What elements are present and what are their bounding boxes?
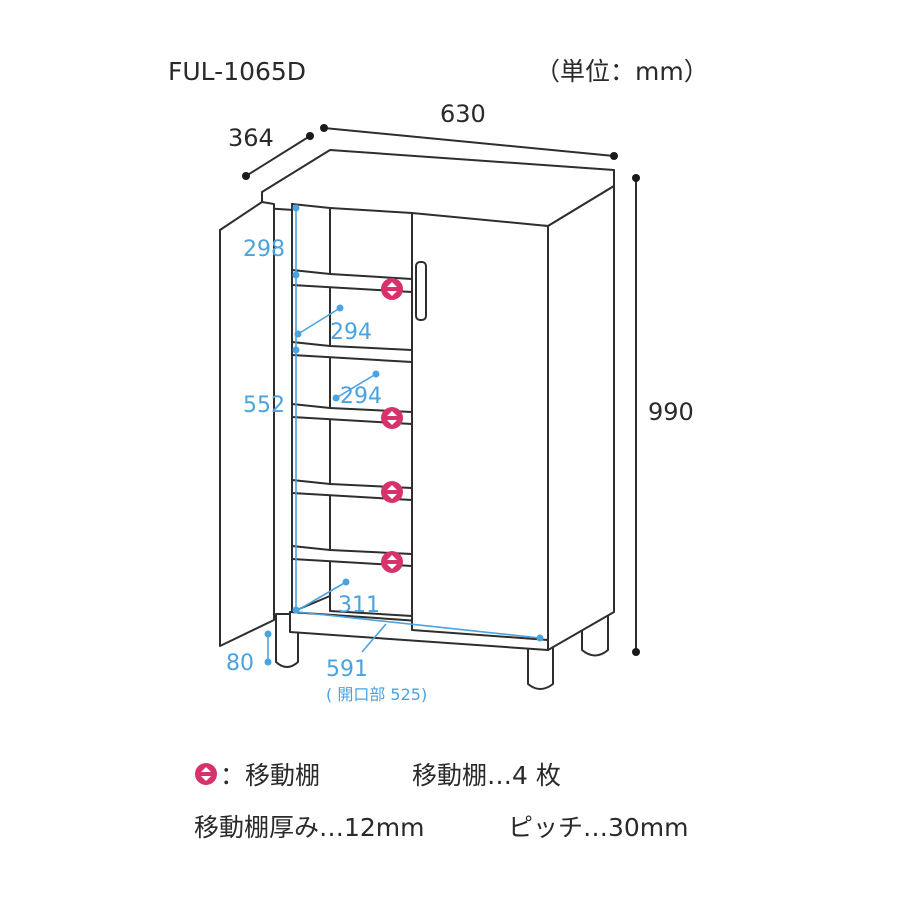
depth-value: 364 (228, 124, 274, 152)
movable-marker-icon (381, 407, 403, 429)
width-dimension: 630 (320, 100, 618, 160)
unit-label: （単位：mm） (535, 57, 709, 86)
leg-height-value: 80 (226, 651, 254, 676)
legend-pitch: ピッチ…30mm (508, 813, 689, 842)
mid-depth-value: 294 (340, 384, 382, 409)
door-handle (415, 261, 427, 321)
movable-markers (381, 278, 403, 573)
bottom-depth-value: 311 (338, 593, 380, 618)
legend: ：移動棚 移動棚…4 枚 移動棚厚み…12mm ピッチ…30mm (194, 761, 689, 842)
top-height-value: 298 (243, 237, 285, 262)
legend-symbol-label: ：移動棚 (220, 761, 320, 790)
leg-front-right (527, 639, 554, 690)
movable-marker-icon (381, 278, 403, 300)
height-dimension: 990 (632, 174, 694, 656)
height-value: 990 (648, 398, 694, 426)
depth-dimension: 364 (228, 124, 314, 180)
width-value: 630 (440, 100, 486, 128)
mid-height-value: 552 (243, 393, 285, 418)
right-side-panel (547, 185, 615, 651)
inner-width-value: 591 (326, 657, 368, 682)
upper-depth-value: 294 (330, 320, 372, 345)
legend-marker-icon (195, 763, 217, 785)
right-door (411, 212, 549, 641)
movable-marker-icon (381, 551, 403, 573)
legend-shelf-count: 移動棚…4 枚 (412, 761, 561, 790)
opening-value: ( 開口部 525) (326, 685, 427, 704)
interior-dimensions: 298 552 294 294 311 591 ( 開口部 525) 80 (226, 204, 544, 704)
cabinet (219, 149, 615, 690)
left-door (219, 201, 275, 647)
legend-thickness: 移動棚厚み…12mm (194, 813, 425, 842)
model-name: FUL-1065D (168, 57, 306, 86)
movable-marker-icon (381, 481, 403, 503)
